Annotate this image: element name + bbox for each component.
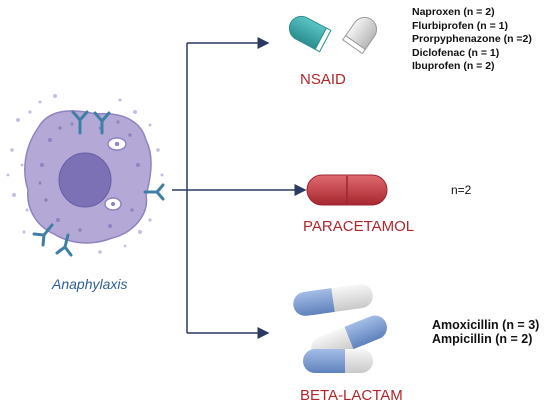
drug-item: Ibuprofen (n = 2) [412,60,495,72]
drug-item: Prorpyphenazone (n =2) [412,33,532,45]
drug-item: Amoxicillin (n = 3) [432,318,540,332]
nsaid-label: NSAID [300,71,346,88]
antibody-icon [32,110,165,257]
paracetamol-count: n=2 [451,183,472,197]
drug-item: Diclofenac (n = 1) [412,46,500,59]
beta-lactam-capsules-icon [293,284,387,373]
paracetamol-label: PARACETAMOL [303,218,415,235]
paracetamol-capsule-icon [306,174,388,206]
nsaid-capsule-icon [288,15,378,55]
mast-cell-icon [6,94,164,254]
beta-lactam-label: BETA-LACTAM [300,387,403,404]
nsaid-drug-list: Naproxen (n = 2) Flurbiprofen (n = 1) Pr… [412,6,532,74]
drug-item: Naproxen (n = 2) [412,6,495,18]
beta-lactam-drug-list: Amoxicillin (n = 3) Ampicillin (n = 2) [432,318,539,346]
cell-caption: Anaphylaxis [52,276,128,292]
connector-arrows [172,37,307,339]
drug-item: Ampicillin (n = 2) [432,332,533,346]
drug-item: Flurbiprofen (n = 1) [412,19,508,32]
